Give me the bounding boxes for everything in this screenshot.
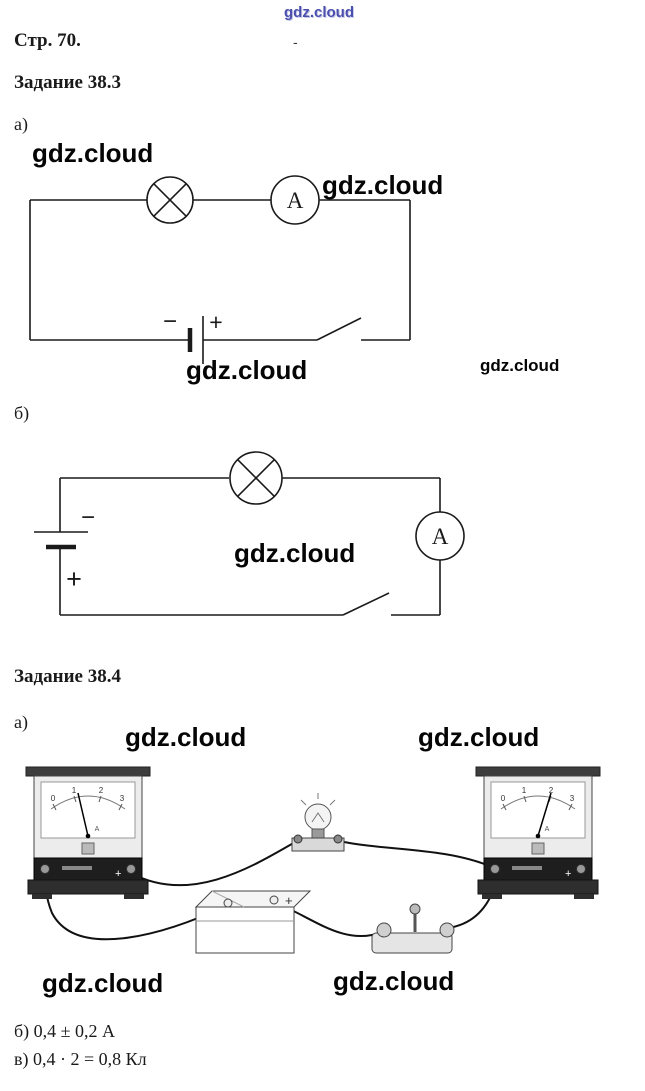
ammeter-letter: A bbox=[432, 524, 449, 549]
scale-label: 2 bbox=[549, 786, 554, 795]
terminal-plus-label: + bbox=[565, 868, 571, 880]
watermark: gdz.cloud bbox=[234, 538, 356, 568]
lamp-symbol bbox=[229, 451, 283, 505]
lamp-symbol bbox=[146, 176, 194, 224]
scale-label: 1 bbox=[72, 786, 77, 795]
circuit-diagram-b: A − + bbox=[34, 451, 465, 616]
meter-needle bbox=[77, 792, 89, 837]
scale-label: 1 bbox=[522, 786, 527, 795]
watermark: gdz.cloud bbox=[42, 968, 164, 998]
bulb-socket bbox=[311, 828, 325, 839]
scale-label: 0 bbox=[501, 794, 506, 803]
terminal bbox=[576, 864, 586, 874]
watermark: gdz.cloud bbox=[32, 138, 154, 168]
battery-minus-label: − bbox=[163, 308, 177, 335]
site-watermark-top: gdz.cloud bbox=[284, 4, 354, 21]
meter-unit-label: A bbox=[545, 826, 550, 833]
terminal-plus-label: + bbox=[115, 868, 121, 880]
terminal bbox=[439, 922, 455, 938]
circuit-a-wires bbox=[29, 175, 411, 364]
left-ammeter: 0 1 2 3 A + bbox=[25, 766, 151, 899]
lamp-on-stand bbox=[291, 793, 345, 852]
right-ammeter: 0 1 2 3 A + bbox=[475, 766, 601, 899]
task-38-4-part-a-label: а) bbox=[14, 712, 28, 732]
switch-blade bbox=[316, 317, 362, 341]
answer-v: в) 0,4 · 2 = 0,8 Кл bbox=[14, 1049, 147, 1069]
terminal bbox=[490, 864, 500, 874]
battery: + bbox=[194, 890, 312, 954]
task-38-3-title: Задание 38.3 bbox=[14, 72, 121, 93]
lamp-base bbox=[291, 837, 345, 852]
terminal bbox=[333, 834, 343, 844]
terminal bbox=[376, 922, 392, 938]
apparatus-drawing: 0 1 2 3 A + bbox=[25, 766, 601, 954]
battery-plus-label: + bbox=[285, 893, 293, 908]
terminal bbox=[126, 864, 136, 874]
terminal bbox=[223, 898, 233, 908]
ammeter-letter: A bbox=[287, 188, 304, 213]
switch-key bbox=[371, 903, 455, 954]
terminal bbox=[269, 895, 279, 905]
battery-plus-label: + bbox=[209, 309, 222, 335]
switch-knob bbox=[409, 903, 421, 915]
terminal bbox=[40, 864, 50, 874]
battery-plus-label: + bbox=[66, 564, 82, 594]
page-heading: Стр. 70. bbox=[14, 30, 81, 51]
watermark: gdz.cloud bbox=[186, 355, 308, 385]
watermark: gdz.cloud bbox=[418, 722, 540, 752]
watermark: gdz.cloud bbox=[322, 170, 444, 200]
scale-label: 0 bbox=[51, 794, 56, 803]
scale-label: 3 bbox=[570, 794, 575, 803]
task-38-3-part-a-label: а) bbox=[14, 114, 28, 134]
task-38-3-part-b-label: б) bbox=[14, 403, 30, 423]
battery-minus-label: − bbox=[81, 504, 95, 531]
terminal bbox=[293, 834, 303, 844]
switch-blade bbox=[342, 592, 390, 616]
circuit-diagram-a: A − + bbox=[29, 175, 411, 364]
watermark: gdz.cloud bbox=[333, 966, 455, 996]
meter-unit-label: A bbox=[95, 826, 100, 833]
watermark: gdz.cloud bbox=[125, 722, 247, 752]
watermark: gdz.cloud bbox=[480, 356, 560, 375]
scale-label: 3 bbox=[120, 794, 125, 803]
answer-b: б) 0,4 ± 0,2 А bbox=[14, 1021, 116, 1041]
task-38-4-title: Задание 38.4 bbox=[14, 666, 121, 687]
scale-label: 2 bbox=[99, 786, 104, 795]
meter-needle bbox=[537, 792, 552, 837]
circuit-b-wires bbox=[34, 451, 465, 616]
stray-dash: - bbox=[293, 34, 298, 50]
bulb bbox=[304, 803, 332, 831]
